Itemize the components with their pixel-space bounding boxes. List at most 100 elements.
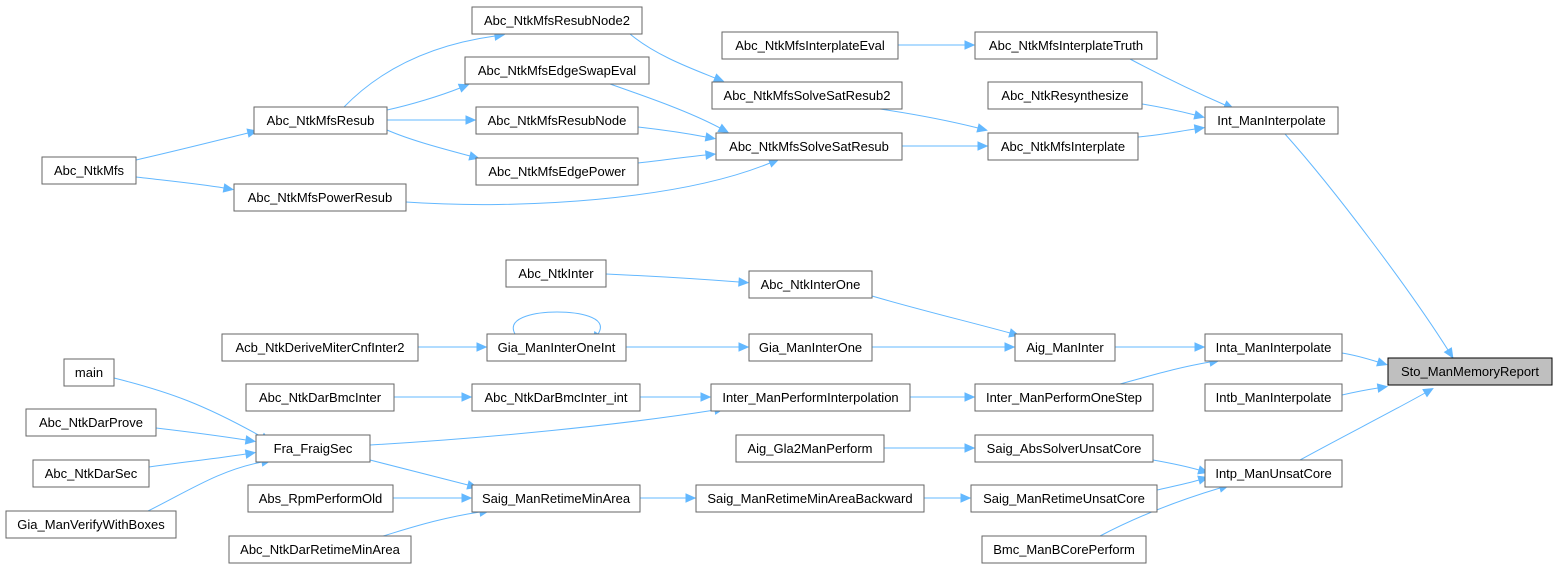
function-node[interactable]: Abc_NtkMfsPowerResub (233, 183, 407, 212)
function-node[interactable]: Bmc_ManBCorePerform (981, 535, 1147, 564)
node-label: Aig_ManInter (1026, 340, 1104, 355)
function-node[interactable]: Aig_ManInter (1014, 333, 1116, 362)
edge-edgeswap-to-solvesat (609, 83, 729, 133)
function-node[interactable]: Abc_NtkMfsSolveSatResub (715, 132, 903, 161)
function-node[interactable]: Abc_NtkMfsSolveSatResub2 (711, 81, 903, 110)
function-node[interactable]: Gia_ManInterOne (748, 333, 873, 362)
function-node[interactable]: Acb_NtkDeriveMiterCnfInter2 (221, 333, 419, 362)
node-label: Abc_NtkMfsResub (267, 113, 375, 128)
function-node[interactable]: Saig_AbsSolverUnsatCore (974, 434, 1154, 463)
function-node[interactable]: Abc_NtkMfsResubNode (475, 106, 639, 135)
function-node[interactable]: Abc_NtkMfsInterplateEval (721, 31, 899, 60)
function-node[interactable]: Abc_NtkResynthesize (987, 81, 1143, 110)
edge-rpmold-to-retimemin (393, 493, 473, 503)
node-box (735, 434, 885, 463)
edge-fraigsec-to-perfinterp (369, 405, 726, 446)
function-node[interactable]: Inter_ManPerformOneStep (974, 383, 1154, 412)
function-node[interactable]: Abs_RpmPerformOld (247, 484, 394, 513)
node-label: Aig_Gla2ManPerform (748, 441, 873, 456)
edge-resubnode2-to-solvesat2 (629, 33, 725, 83)
function-node[interactable]: Inta_ManInterpolate (1204, 333, 1343, 362)
function-node[interactable]: Fra_FraigSec (255, 434, 371, 463)
function-node[interactable]: Abc_NtkMfsResub (253, 106, 388, 135)
node-box (464, 56, 650, 85)
arrowhead-icon (685, 493, 697, 503)
function-node[interactable]: Abc_NtkMfsInterplateTruth (974, 31, 1158, 60)
function-node[interactable]: Abc_NtkInterOne (748, 270, 873, 299)
function-node[interactable]: Abc_NtkMfsEdgeSwapEval (464, 56, 650, 85)
function-node[interactable]: Abc_NtkDarSec (32, 459, 150, 488)
node-box (987, 81, 1143, 110)
node-label: Abc_NtkMfsEdgeSwapEval (478, 63, 636, 78)
function-node[interactable]: Saig_ManRetimeMinArea (471, 484, 641, 513)
node-box (471, 383, 641, 412)
function-node[interactable]: Intp_ManUnsatCore (1204, 459, 1343, 488)
function-node[interactable]: Abc_NtkDarBmcInter (245, 383, 395, 412)
edge-line (879, 108, 979, 129)
function-node[interactable]: Abc_NtkDarBmcInter_int (471, 383, 641, 412)
function-node[interactable]: Abc_NtkMfsEdgePower (475, 157, 639, 186)
node-label: Abc_NtkInterOne (761, 277, 861, 292)
node-label: Abc_NtkDarBmcInter (259, 390, 382, 405)
function-node[interactable]: Int_ManInterpolate (1204, 106, 1339, 135)
edge-mfsresub-to-resubnode (387, 115, 477, 125)
arrowhead-icon (222, 183, 235, 193)
function-node[interactable]: Gia_ManVerifyWithBoxes (5, 510, 177, 539)
function-node[interactable]: Abc_NtkDarProve (25, 408, 157, 437)
arrowhead-icon (712, 73, 725, 83)
node-box (233, 183, 407, 212)
node-label: Acb_NtkDeriveMiterCnfInter2 (235, 340, 404, 355)
edge-aiginter-to-intainterp (1115, 342, 1206, 352)
arrowhead-icon (461, 493, 473, 503)
function-node[interactable]: Abc_NtkMfsInterplate (987, 132, 1139, 161)
function-node[interactable]: Inter_ManPerformInterpolation (710, 383, 911, 412)
function-node[interactable]: main (63, 358, 115, 387)
node-label: main (75, 365, 103, 380)
node-label: Abs_RpmPerformOld (259, 491, 383, 506)
edge-edgepower-to-solvesat (637, 150, 717, 164)
edge-darbmcinterint-to-perfinterp (640, 392, 712, 402)
node-box (486, 333, 627, 362)
node-label: Abc_NtkMfsEdgePower (488, 164, 626, 179)
edge-line (512, 311, 601, 335)
node-label: Saig_ManRetimeMinArea (482, 491, 631, 506)
function-node[interactable]: Abc_NtkMfs (41, 156, 137, 185)
node-label: Abc_NtkMfsInterplate (1001, 139, 1125, 154)
node-label: Bmc_ManBCorePerform (993, 542, 1135, 557)
edge-line (1137, 128, 1196, 138)
edge-mfs-to-mfsresub (135, 128, 258, 161)
edge-line (386, 129, 471, 157)
function-node[interactable]: Abc_NtkDarRetimeMinArea (228, 535, 412, 564)
node-label: Abc_NtkMfsPowerResub (248, 190, 393, 205)
node-box (1204, 383, 1343, 412)
edge-darprove-to-fraigsec (155, 427, 257, 445)
node-box (721, 31, 899, 60)
edge-ntkinter-to-ntkinterone (605, 273, 750, 287)
node-box (748, 270, 873, 299)
function-node[interactable]: Intb_ManInterpolate (1204, 383, 1343, 412)
function-node[interactable]: Saig_ManRetimeUnsatCore (970, 484, 1158, 513)
edge-intinterp-to-root (1284, 133, 1454, 359)
node-box (247, 484, 394, 513)
function-node[interactable]: Abc_NtkMfsResubNode2 (471, 6, 643, 35)
edge-mfs-to-powerresub (135, 176, 235, 193)
node-label: Saig_ManRetimeUnsatCore (983, 491, 1145, 506)
arrowhead-icon (457, 83, 470, 93)
arrowhead-icon (964, 40, 976, 50)
edge-gla2perf-to-abssolver (884, 443, 976, 453)
function-node[interactable]: Aig_Gla2ManPerform (735, 434, 885, 463)
arrowhead-icon (465, 115, 477, 125)
arrowhead-icon (1376, 357, 1388, 367)
function-node[interactable]: Saig_ManRetimeMinAreaBackward (695, 484, 925, 513)
node-box (41, 156, 137, 185)
node-box (253, 106, 388, 135)
node-label: Int_ManInterpolate (1217, 113, 1325, 128)
root-function-node[interactable]: Sto_ManMemoryReport (1387, 357, 1553, 386)
call-nodes: Sto_ManMemoryReport Int_ManInterpolateInt… (5, 6, 1553, 564)
node-box (1204, 333, 1343, 362)
node-label: Abc_NtkMfsInterplateTruth (989, 38, 1143, 53)
node-label: Abc_NtkDarSec (45, 466, 138, 481)
function-node[interactable]: Abc_NtkInter (505, 259, 607, 288)
edge-line (135, 132, 249, 161)
function-node[interactable]: Gia_ManInterOneInt (486, 333, 627, 362)
